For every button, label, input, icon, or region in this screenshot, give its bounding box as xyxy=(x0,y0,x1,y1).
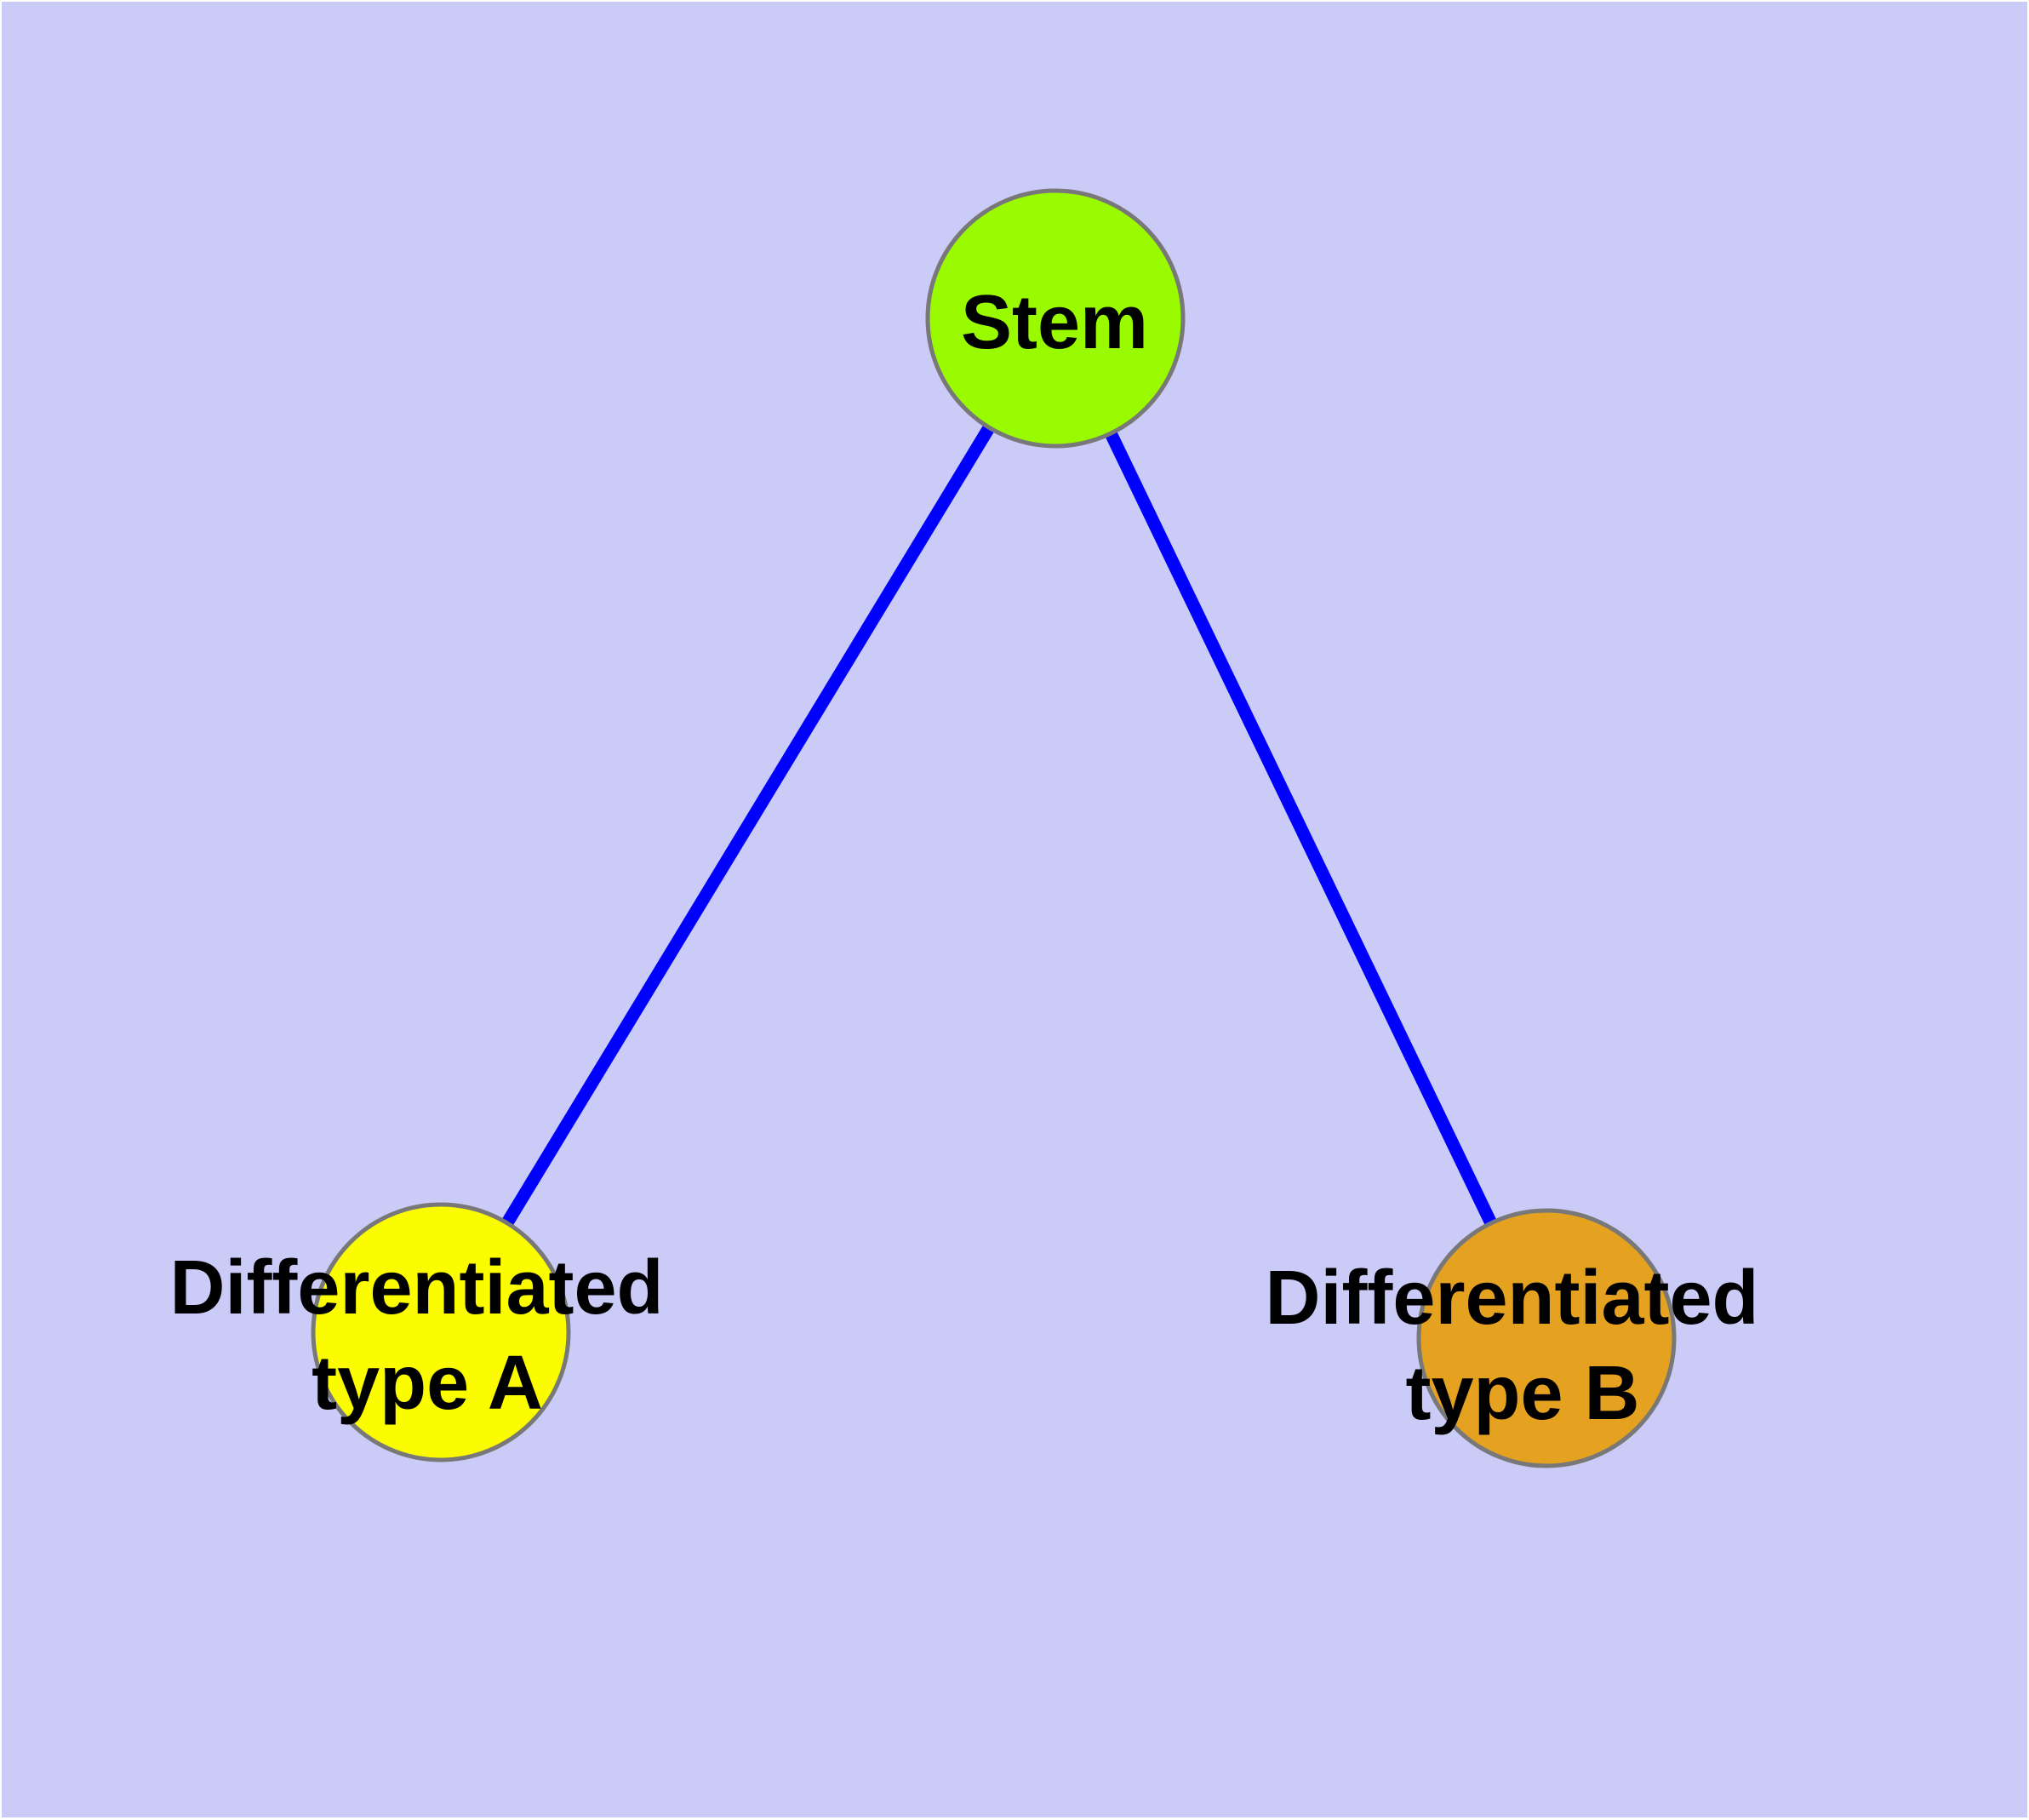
node-type-a-label-line2: type A xyxy=(311,1341,543,1426)
node-stem: Stem xyxy=(925,188,1186,449)
node-type-b-label: Differentiated type B xyxy=(1265,1256,1780,1436)
node-type-a: Differentiated type A xyxy=(169,1202,684,1462)
node-type-b-label-line2: type B xyxy=(1405,1351,1639,1436)
node-type-b-circle xyxy=(1416,1208,1677,1468)
node-type-b: Differentiated type B xyxy=(1265,1208,1780,1468)
node-type-a-label: Differentiated type A xyxy=(169,1245,684,1426)
node-type-a-circle xyxy=(311,1202,571,1462)
edge-stem-to-type-b xyxy=(1049,315,1552,1342)
node-stem-circle xyxy=(925,188,1186,449)
node-type-a-label-line1: Differentiated xyxy=(169,1245,663,1331)
node-type-b-label-line1: Differentiated xyxy=(1265,1256,1758,1341)
node-stem-label: Stem xyxy=(961,280,1148,365)
edge-stem-to-type-a xyxy=(435,315,1061,1336)
